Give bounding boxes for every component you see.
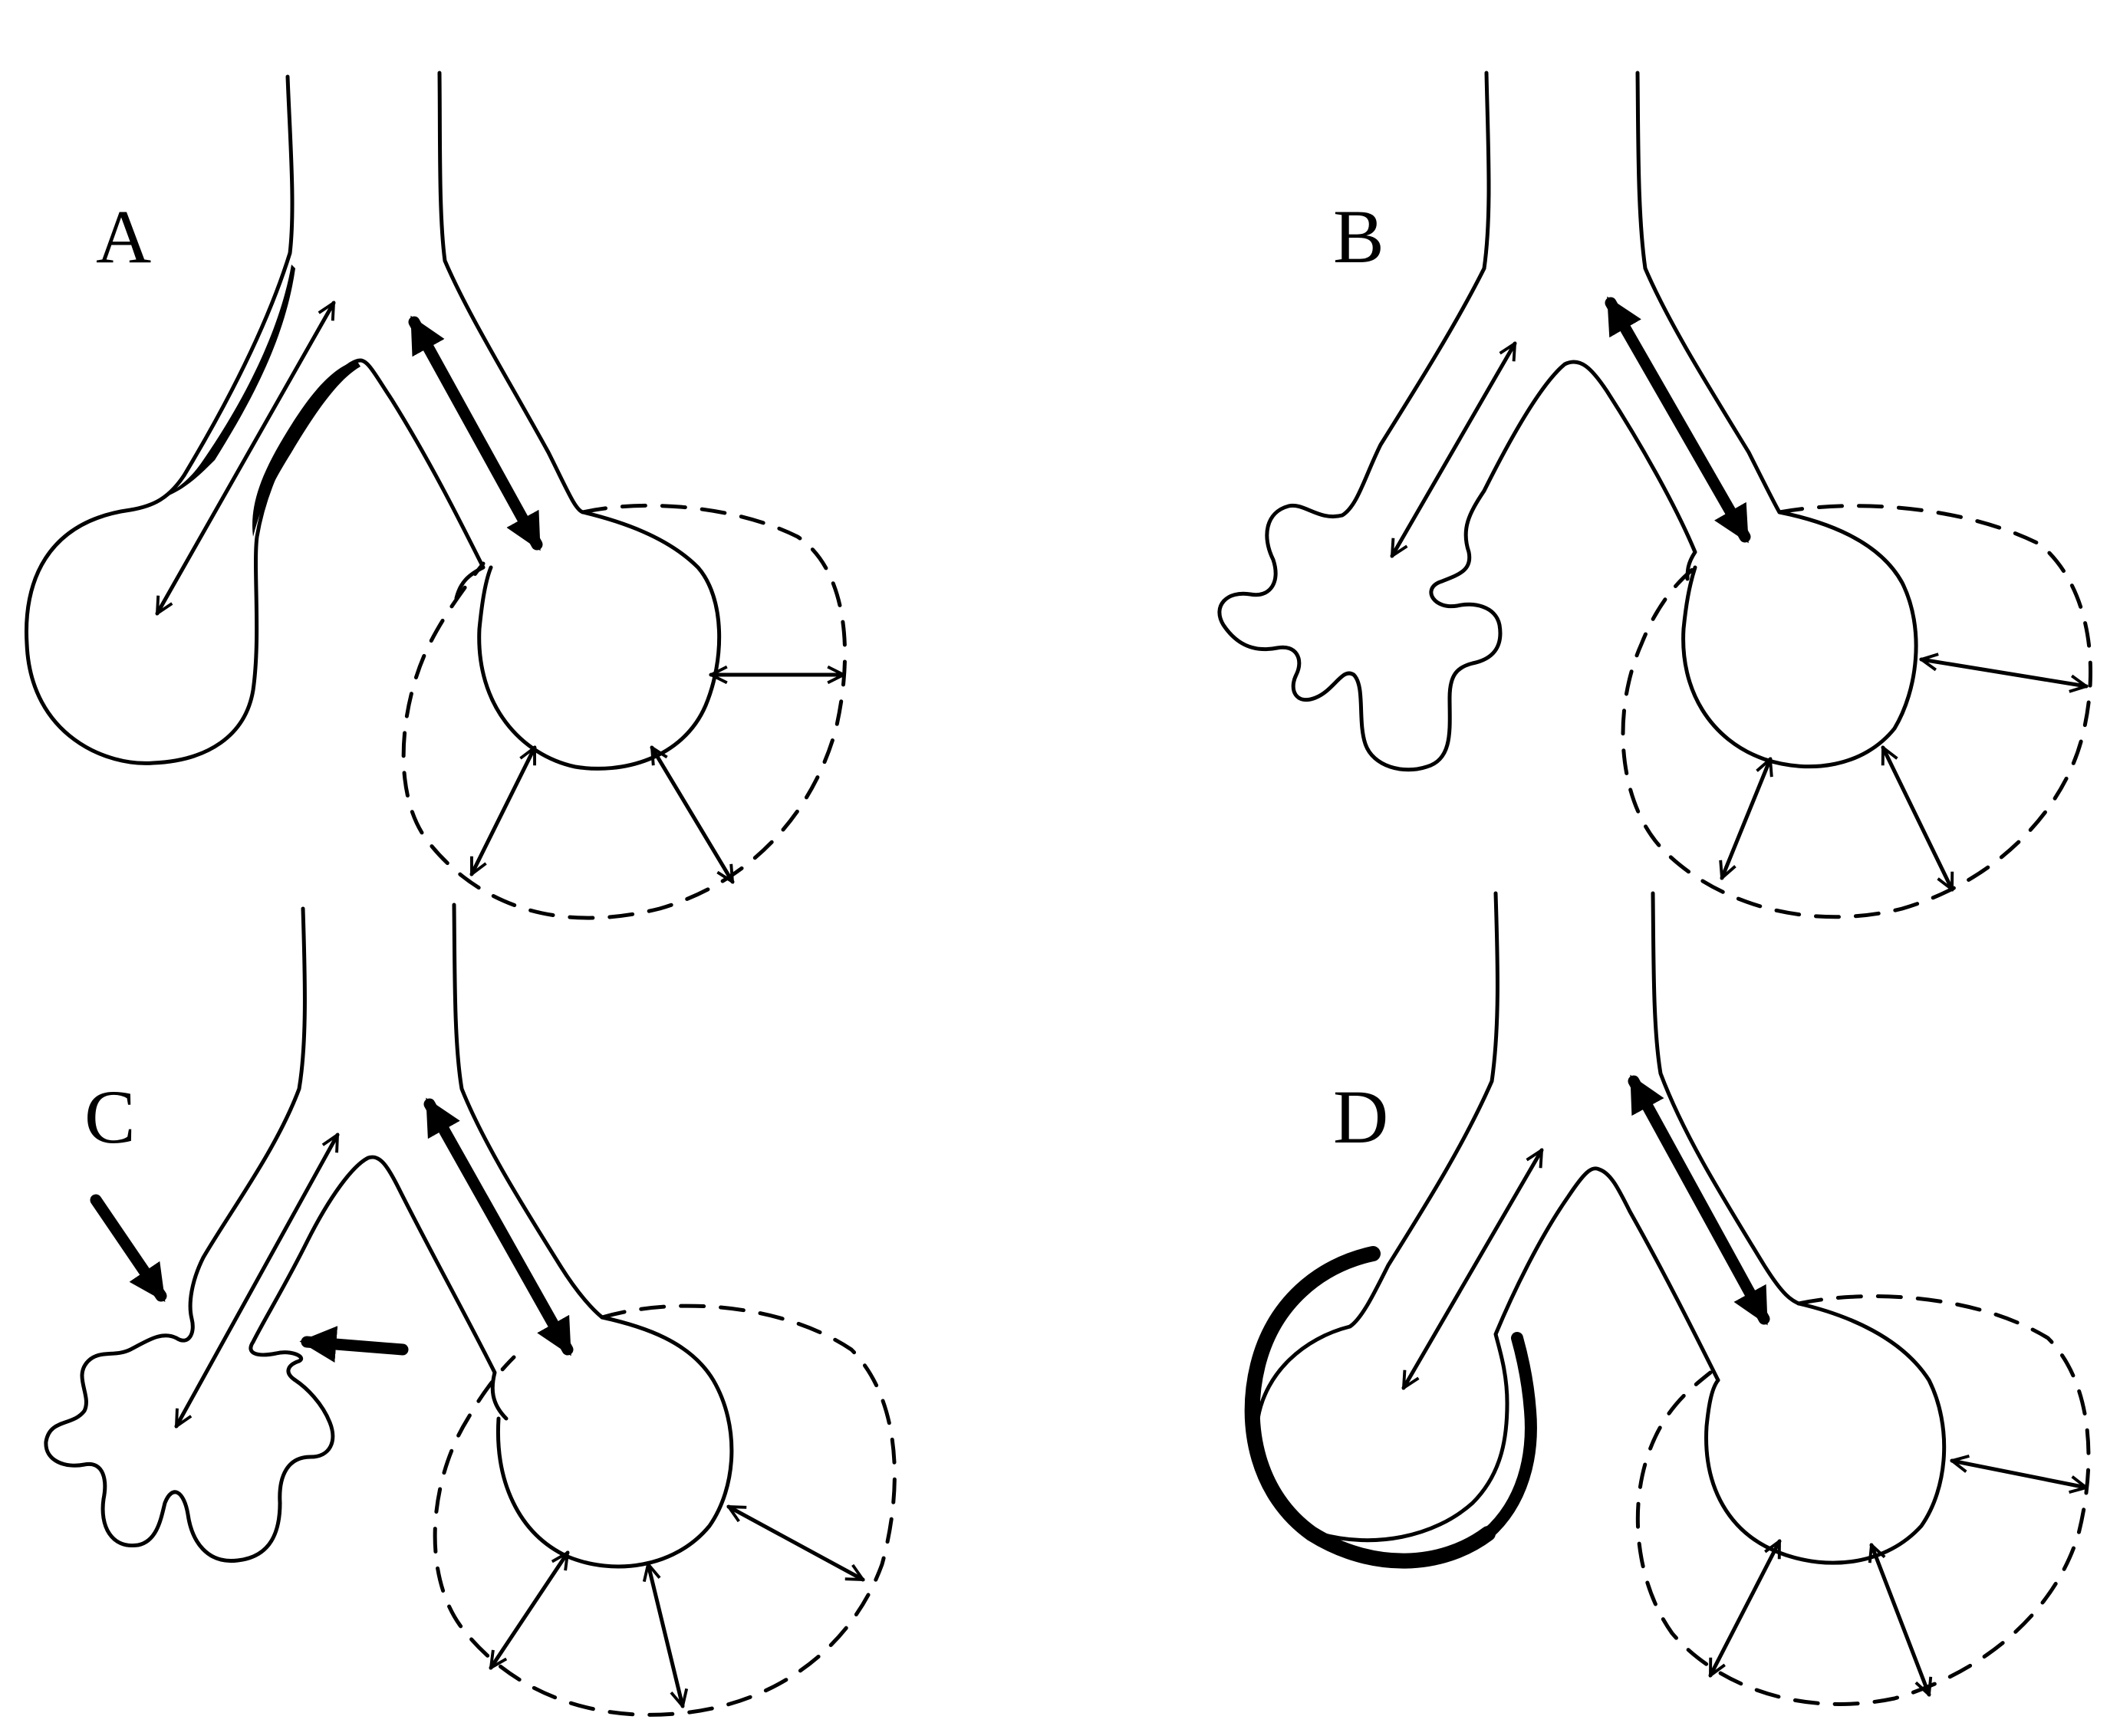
panel-c-airflow-arrow-left xyxy=(174,1135,340,1426)
panel-d-airway-right-wall xyxy=(1651,891,1947,1565)
panel-a-expansion-arrow-bottom-right xyxy=(650,748,735,882)
panel-c-expansion-arrow-bottom-right xyxy=(648,1564,683,1706)
panel-c-expansion-arrow-right xyxy=(729,1504,863,1582)
panel-d-airflow-arrow-left xyxy=(1401,1150,1544,1388)
panel-c-airway-right-wall xyxy=(452,903,734,1569)
panel-a-airway-right-wall xyxy=(437,71,722,771)
panel-d-expansion-arrow-right xyxy=(1952,1461,2086,1488)
panel-b-label: B xyxy=(1333,194,1384,279)
panel-a-airway-left-wall xyxy=(24,74,486,765)
panel-d-expansion-arrow-bottom-right xyxy=(1871,1545,1929,1695)
panel-c-expansion-arrow-bottom-left xyxy=(489,1553,570,1668)
panel-c-airflow-arrow-right-heavy xyxy=(423,1097,574,1356)
panel-a-plug-inner xyxy=(252,360,360,537)
panel-a-expansion-outline xyxy=(401,503,848,920)
panel-c-compression-arrow-side xyxy=(299,1326,409,1363)
panel-c-label: C xyxy=(84,1074,136,1159)
panel-d-airflow-arrow-right-heavy xyxy=(1628,1074,1770,1326)
panel-b-expansion-arrow-right xyxy=(1921,659,2086,686)
panel-d-expansion-arrow-bottom-left xyxy=(1708,1541,1782,1675)
panel-b: B xyxy=(1217,71,2093,919)
panel-d-airway-left-wall xyxy=(1254,891,1720,1543)
panel-a: A xyxy=(24,71,848,920)
panel-c-compression-arrow-top xyxy=(90,1194,167,1302)
panel-a-label: A xyxy=(96,194,151,279)
panel-b-airway-left-wall xyxy=(1217,71,1697,772)
panel-b-expansion-outline xyxy=(1621,504,2093,919)
panel-a-expansion-arrow-bottom-left xyxy=(469,748,537,874)
panel-a-airflow-arrow-left xyxy=(155,303,336,613)
panel-d-expansion-outline xyxy=(1635,1294,2091,1706)
panel-a-airflow-arrow-right-heavy xyxy=(408,315,543,551)
panel-b-airflow-arrow-left xyxy=(1390,344,1517,556)
panel-c: C xyxy=(44,903,897,1717)
panel-b-expansion-arrow-bottom-right xyxy=(1881,748,1954,889)
panel-d-pleural-thickening-right xyxy=(1482,1332,1537,1540)
panel-d-pleural-thickening-left xyxy=(1244,1246,1496,1569)
panel-b-airway-right-wall xyxy=(1635,71,1918,769)
panel-b-airflow-arrow-right-heavy xyxy=(1605,296,1751,544)
panel-c-expansion-outline xyxy=(433,1304,897,1717)
panel-b-expansion-arrow-bottom-left xyxy=(1722,759,1770,878)
panel-d-label: D xyxy=(1333,1074,1388,1159)
panel-d: D xyxy=(1244,891,2091,1706)
